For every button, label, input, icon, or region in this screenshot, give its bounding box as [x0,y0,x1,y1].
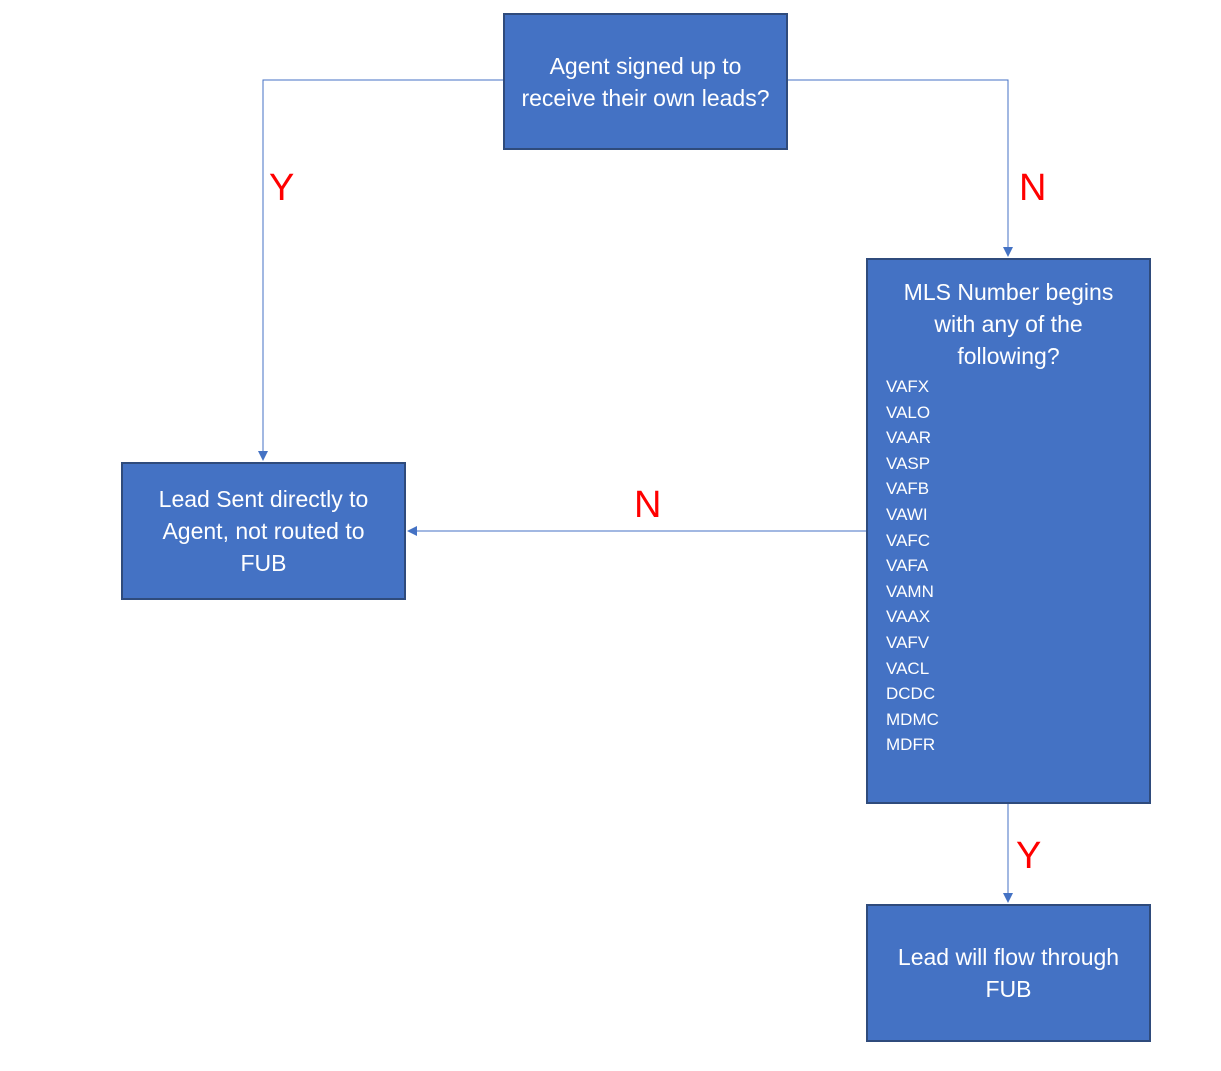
mls-prefix-item: VAFB [886,479,930,499]
mls-prefix-item: MDFR [886,735,936,755]
connector-own-leads-yes [258,79,503,461]
mls-prefix-item: VAMN [886,581,934,601]
edge-label-own-leads-yes: Y [269,167,295,209]
mls-prefix-item: MDMC [886,709,939,729]
mls-prefix-item: VAFX [886,377,930,396]
mls-prefix-item: VAAX [886,607,931,627]
decision-mls-prefix-box: MLS Number begins with any of the follow… [866,258,1151,804]
mls-prefix-item: DCDC [886,684,936,704]
edge-label-mls-yes: Y [1016,835,1042,877]
mls-prefix-item: VALO [886,402,931,422]
mls-prefix-item: VACL [886,658,930,678]
mls-prefix-item: VAFV [886,632,930,652]
mls-prefix-item: VAAR [886,428,932,448]
lead-flow-fub-text: Lead will flow through FUB [897,944,1120,1002]
decision-mls-prefix-text: MLS Number begins with any of the follow… [903,279,1114,369]
lead-sent-direct-box: Lead Sent directly to Agent, not routed … [121,462,406,600]
mls-prefix-item: VASP [886,453,931,473]
connector-own-leads-no [788,79,1013,257]
mls-prefix-item: VAFC [886,530,931,550]
lead-sent-direct-text: Lead Sent directly to Agent, not routed … [158,486,369,576]
decision-own-leads-box: Agent signed up to receive their own lea… [503,13,788,150]
lead-flow-fub-box: Lead will flow through FUB [866,904,1151,1042]
decision-own-leads-text: Agent signed up to receive their own lea… [521,52,770,111]
mls-prefix-item: VAFA [886,556,929,576]
edge-label-own-leads-no: N [1019,167,1047,209]
edge-label-mls-no: N [634,484,662,526]
mls-prefix-list: VAFX VALO VAAR VASP VAFB VAWI VAFC VAFA … [868,374,1149,758]
mls-prefix-item: VAWI [886,504,928,524]
